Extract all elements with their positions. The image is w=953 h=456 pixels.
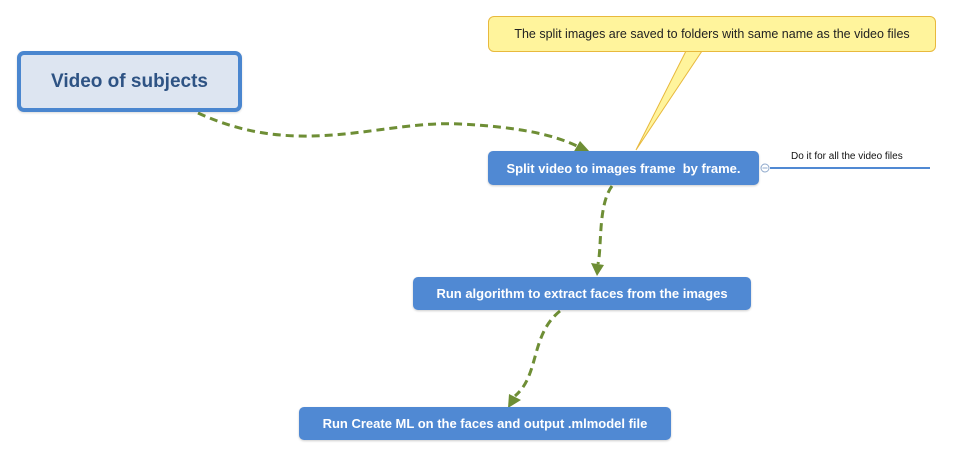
node-create-ml[interactable]: Run Create ML on the faces and output .m…: [299, 407, 671, 440]
node-extract-faces[interactable]: Run algorithm to extract faces from the …: [413, 277, 751, 310]
callout-pointer: [635, 50, 703, 151]
side-note-text[interactable]: Do it for all the video files: [791, 151, 903, 162]
arrowhead-split: [573, 141, 590, 153]
connector-root-to-split: [197, 111, 580, 149]
node-label: Video of subjects: [51, 70, 208, 92]
connector-split-to-extract: [596, 185, 614, 265]
arrowhead-createml: [508, 394, 521, 408]
arrowhead-extract: [591, 263, 604, 276]
connector-extract-to-createml: [513, 309, 561, 398]
node-split-video[interactable]: Split video to images frame by frame.: [488, 151, 759, 185]
node-label: Run algorithm to extract faces from the …: [436, 286, 728, 301]
node-video-of-subjects[interactable]: Video of subjects: [17, 51, 242, 112]
node-label: Run Create ML on the faces and output .m…: [322, 416, 648, 431]
callout-text: The split images are saved to folders wi…: [514, 27, 910, 41]
node-label: Split video to images frame by frame.: [506, 160, 741, 176]
callout-note[interactable]: The split images are saved to folders wi…: [488, 16, 936, 52]
